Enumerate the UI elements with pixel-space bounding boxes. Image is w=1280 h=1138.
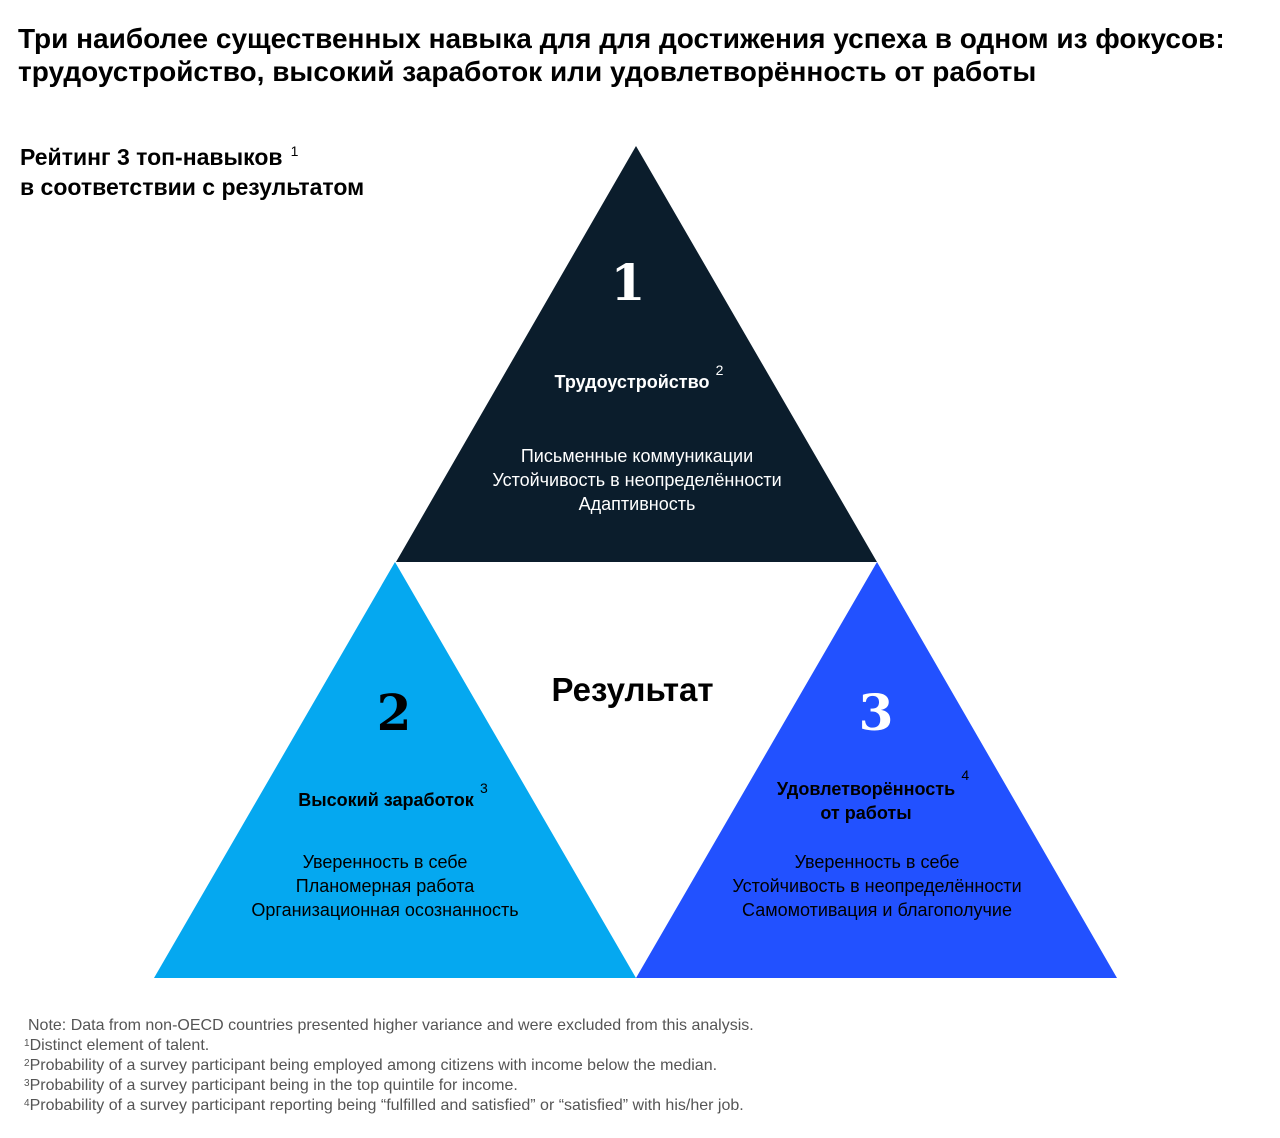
triangle-2-number: 2 (376, 683, 412, 742)
triangle-3-heading: Удовлетворённость 4 от работы (700, 767, 1032, 825)
triangle-2-skill: Планомерная работа (295, 876, 475, 896)
subtitle-line-1: Рейтинг 3 топ-навыков (20, 144, 283, 170)
footnote-4-mark: 4 (24, 1098, 30, 1109)
triangle-3-skill: Самомотивация и благополучие (742, 900, 1012, 920)
center-result-label: Результат (551, 671, 714, 708)
triangle-3-skill: Устойчивость в неопределённости (732, 876, 1022, 896)
triangle-1-heading: Трудоустройство 2 (436, 362, 828, 394)
triangle-top-employment (396, 146, 877, 562)
footnote-2-text: Probability of a survey participant bein… (29, 1057, 718, 1074)
footnote-1-mark: 1 (24, 1038, 30, 1049)
triangle-1-skill: Устойчивость в неопределённости (492, 470, 782, 490)
triangle-right-job-satisfaction (636, 562, 1117, 978)
triangle-3-footnote-mark: 4 (961, 767, 970, 783)
triangle-1-footnote-mark: 2 (715, 362, 724, 378)
footnote-1-text: Distinct element of talent. (29, 1037, 210, 1054)
triangle-2-skills-list: Уверенность в себе Планомерная работа Ор… (185, 850, 585, 922)
triangle-1-heading-text: Трудоустройство (554, 372, 710, 392)
footnote-3-text: Probability of a survey participant bein… (29, 1077, 518, 1094)
triangle-2-heading: Высокий заработок 3 (190, 780, 582, 812)
subtitle-line-2: в соответствии с результатом (20, 174, 365, 200)
triangle-3-heading-line-2: от работы (820, 803, 912, 823)
triangle-3-skills-list: Уверенность в себе Устойчивость в неопре… (676, 850, 1078, 922)
triangle-1-skill: Письменные коммуникации (520, 446, 754, 466)
triangle-left-high-income (154, 562, 636, 978)
subtitle-footnote-mark: 1 (290, 143, 299, 159)
triangle-1-skills-list: Письменные коммуникации Устойчивость в н… (436, 444, 838, 516)
triangle-1-number: 1 (610, 253, 646, 312)
footnote-2: 2Probability of a survey participant bei… (24, 1056, 754, 1076)
diagram-subtitle: Рейтинг 3 топ-навыков 1 в соответствии с … (20, 142, 364, 202)
footnote-2-mark: 2 (24, 1058, 30, 1069)
triangle-2-skill: Организационная осознанность (251, 900, 519, 920)
triangle-3-heading-line-1: Удовлетворённость (776, 779, 956, 799)
triangle-3-number: 3 (858, 683, 894, 742)
footnote-3-mark: 3 (24, 1078, 30, 1089)
notes-section: Note: Data from non-OECD countries prese… (24, 1016, 754, 1116)
triangle-2-skill: Уверенность в себе (302, 852, 468, 872)
footnote-4: 4Probability of a survey participant rep… (24, 1096, 754, 1116)
note-text: Note: Data from non-OECD countries prese… (28, 1017, 754, 1034)
triangle-2-footnote-mark: 3 (479, 780, 488, 796)
triangle-1-skill: Адаптивность (578, 494, 696, 514)
footnote-4-text: Probability of a survey participant repo… (29, 1097, 744, 1114)
triangle-2-heading-text: Высокий заработок (298, 790, 474, 810)
footnote-3: 3Probability of a survey participant bei… (24, 1076, 754, 1096)
triangle-3-skill: Уверенность в себе (794, 852, 960, 872)
footnote-1: 1Distinct element of talent. (24, 1036, 754, 1056)
diagram-title: Три наиболее существенных навыка для для… (18, 23, 1225, 87)
